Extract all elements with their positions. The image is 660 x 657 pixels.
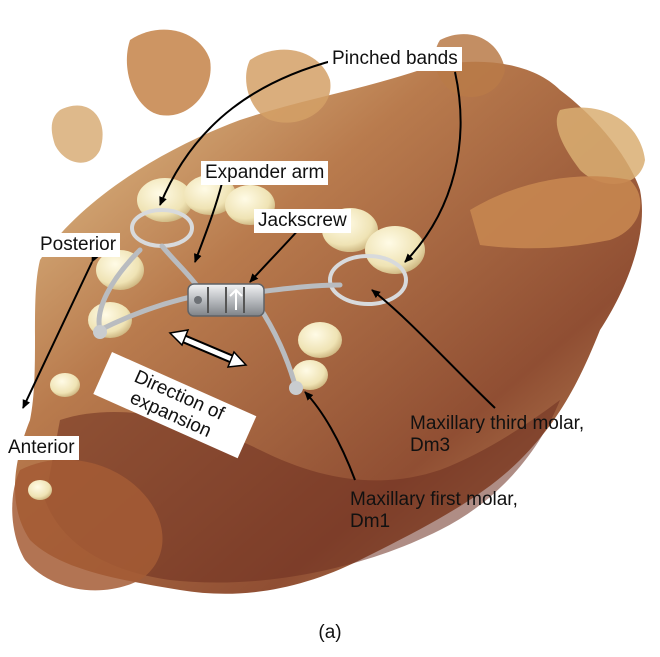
label-pinched-bands: Pinched bands: [328, 47, 462, 71]
figure-caption: (a): [0, 622, 660, 644]
appliance-pad: [93, 325, 107, 339]
label-third-molar-line1: Maxillary third molar,: [410, 413, 584, 435]
appliance-pad: [289, 381, 303, 395]
tooth: [28, 480, 52, 500]
label-third-molar-line2: Dm3: [410, 435, 584, 457]
label-first-molar-line1: Maxillary first molar,: [350, 489, 518, 511]
upper-fragment-1: [127, 30, 211, 116]
label-posterior: Posterior: [36, 233, 120, 257]
upper-fragment-5: [52, 106, 103, 163]
jackscrew-body: [188, 284, 264, 316]
label-jackscrew: Jackscrew: [254, 209, 351, 233]
tooth: [298, 322, 342, 358]
label-anterior: Anterior: [4, 436, 79, 460]
label-expander-arm: Expander arm: [201, 161, 328, 185]
label-first-molar: Maxillary first molar, Dm1: [346, 488, 522, 534]
label-third-molar: Maxillary third molar, Dm3: [406, 412, 588, 458]
label-first-molar-line2: Dm1: [350, 511, 518, 533]
tooth: [50, 373, 80, 397]
